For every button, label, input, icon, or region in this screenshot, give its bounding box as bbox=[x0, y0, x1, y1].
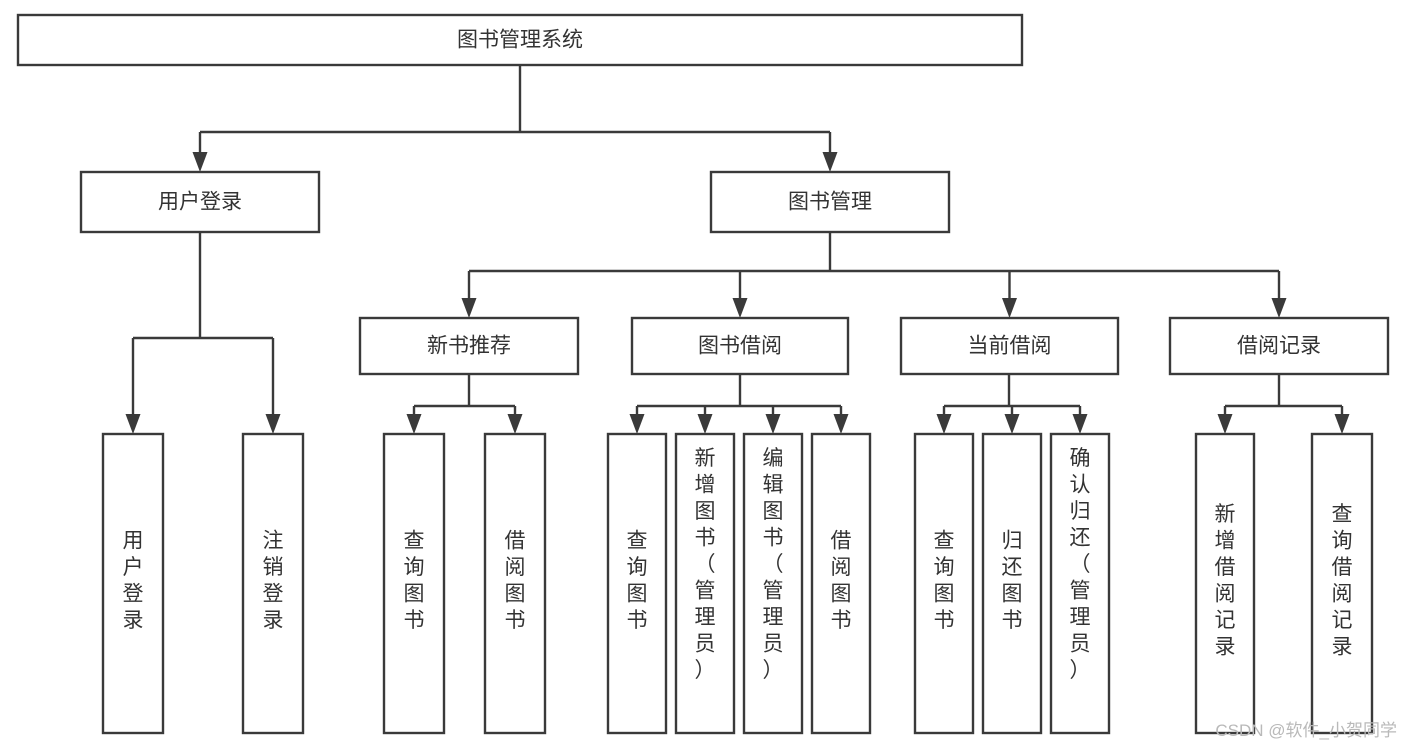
arrow-icon-book-manage-to-level3-1 bbox=[732, 298, 748, 318]
node-leaf-confirm-return-admin[interactable]: 确认归还（管理员） bbox=[1049, 432, 1111, 735]
arrow-icon-current-borrow-to-leaves-1 bbox=[1004, 414, 1020, 434]
node-box-leaf-borrow-book-1 bbox=[483, 432, 547, 735]
node-box-leaf-logout bbox=[241, 432, 305, 735]
node-label-leaf-borrow-book-1: 借阅图书 bbox=[505, 530, 526, 633]
node-leaf-query-book-2[interactable]: 查询图书 bbox=[606, 432, 668, 735]
node-box-root bbox=[16, 13, 1024, 67]
node-box-leaf-return-book bbox=[981, 432, 1043, 735]
arrow-icon-book-borrow-to-leaves-3 bbox=[833, 414, 849, 434]
node-root[interactable]: 图书管理系统 bbox=[16, 13, 1024, 67]
node-new-book-recommend[interactable]: 新书推荐 bbox=[358, 316, 580, 376]
edges-layer bbox=[125, 65, 1350, 434]
node-label-user-login: 用户登录 bbox=[158, 191, 242, 214]
node-box-leaf-add-borrow-record bbox=[1194, 432, 1256, 735]
node-leaf-query-book-1[interactable]: 查询图书 bbox=[382, 432, 446, 735]
node-leaf-query-borrow-record[interactable]: 查询借阅记录 bbox=[1310, 432, 1374, 735]
node-book-manage[interactable]: 图书管理 bbox=[709, 170, 951, 234]
watermark-label: CSDN @软件_小贺同学 bbox=[1215, 721, 1397, 740]
node-leaf-add-borrow-record[interactable]: 新增借阅记录 bbox=[1194, 432, 1256, 735]
node-label-leaf-query-borrow-record: 查询借阅记录 bbox=[1332, 503, 1353, 659]
arrow-icon-book-borrow-to-leaves-0 bbox=[629, 414, 645, 434]
node-label-leaf-logout: 注销登录 bbox=[263, 530, 284, 633]
arrow-icon-current-borrow-to-leaves-2 bbox=[1072, 414, 1088, 434]
node-box-leaf-query-borrow-record bbox=[1310, 432, 1374, 735]
node-box-leaf-add-book-admin bbox=[674, 432, 736, 735]
arrow-icon-borrow-record-to-leaves-1 bbox=[1334, 414, 1350, 434]
node-label-root: 图书管理系统 bbox=[457, 29, 583, 52]
arrow-icon-book-manage-to-level3-2 bbox=[1002, 298, 1017, 318]
node-label-leaf-edit-book-admin: 编辑图书（管理员） bbox=[763, 447, 784, 682]
node-leaf-borrow-book-2[interactable]: 借阅图书 bbox=[810, 432, 872, 735]
node-label-book-borrow: 图书借阅 bbox=[698, 335, 782, 358]
node-label-book-manage: 图书管理 bbox=[788, 191, 872, 214]
arrow-icon-root-to-level2-1 bbox=[822, 152, 838, 172]
node-leaf-add-book-admin[interactable]: 新增图书（管理员） bbox=[674, 432, 736, 735]
node-label-leaf-return-book: 归还图书 bbox=[1002, 530, 1023, 633]
node-borrow-record[interactable]: 借阅记录 bbox=[1168, 316, 1390, 376]
node-label-leaf-user-login: 用户登录 bbox=[123, 530, 144, 633]
node-box-new-book-recommend bbox=[358, 316, 580, 376]
arrow-icon-borrow-record-to-leaves-0 bbox=[1217, 414, 1233, 434]
node-label-new-book-recommend: 新书推荐 bbox=[427, 335, 511, 358]
arrow-icon-user-login-to-leaves-0 bbox=[125, 414, 141, 434]
node-box-book-manage bbox=[709, 170, 951, 234]
node-current-borrow[interactable]: 当前借阅 bbox=[899, 316, 1120, 376]
node-box-leaf-edit-book-admin bbox=[742, 432, 804, 735]
nodes-layer: 图书管理系统用户登录图书管理新书推荐图书借阅当前借阅借阅记录用户登录注销登录查询… bbox=[16, 13, 1390, 735]
node-box-leaf-query-book-1 bbox=[382, 432, 446, 735]
node-label-leaf-add-book-admin: 新增图书（管理员） bbox=[695, 447, 716, 682]
node-box-user-login bbox=[79, 170, 321, 234]
node-leaf-edit-book-admin[interactable]: 编辑图书（管理员） bbox=[742, 432, 804, 735]
node-leaf-borrow-book-1[interactable]: 借阅图书 bbox=[483, 432, 547, 735]
node-label-leaf-query-book-1: 查询图书 bbox=[404, 530, 425, 633]
node-leaf-query-book-3[interactable]: 查询图书 bbox=[913, 432, 975, 735]
arrow-icon-book-manage-to-level3-0 bbox=[461, 298, 477, 318]
node-label-current-borrow: 当前借阅 bbox=[968, 335, 1052, 358]
node-leaf-user-login[interactable]: 用户登录 bbox=[101, 432, 165, 735]
node-box-current-borrow bbox=[899, 316, 1120, 376]
node-box-leaf-borrow-book-2 bbox=[810, 432, 872, 735]
node-label-leaf-query-book-3: 查询图书 bbox=[934, 530, 955, 633]
arrow-icon-book-borrow-to-leaves-2 bbox=[765, 414, 781, 434]
arrow-icon-book-borrow-to-leaves-1 bbox=[697, 414, 713, 434]
node-label-borrow-record: 借阅记录 bbox=[1237, 335, 1321, 358]
node-box-leaf-user-login bbox=[101, 432, 165, 735]
node-box-book-borrow bbox=[630, 316, 850, 376]
node-label-leaf-add-borrow-record: 新增借阅记录 bbox=[1215, 503, 1236, 659]
node-user-login[interactable]: 用户登录 bbox=[79, 170, 321, 234]
node-label-leaf-query-book-2: 查询图书 bbox=[627, 530, 648, 633]
arrow-icon-new-book-recommend-to-leaves-1 bbox=[507, 414, 523, 434]
node-leaf-logout[interactable]: 注销登录 bbox=[241, 432, 305, 735]
arrow-icon-user-login-to-leaves-1 bbox=[265, 414, 281, 434]
arrow-icon-book-manage-to-level3-3 bbox=[1271, 298, 1287, 318]
node-label-leaf-borrow-book-2: 借阅图书 bbox=[831, 530, 852, 633]
node-book-borrow[interactable]: 图书借阅 bbox=[630, 316, 850, 376]
arrow-icon-current-borrow-to-leaves-0 bbox=[936, 414, 952, 434]
node-box-leaf-query-book-3 bbox=[913, 432, 975, 735]
node-box-borrow-record bbox=[1168, 316, 1390, 376]
arrow-icon-new-book-recommend-to-leaves-0 bbox=[406, 414, 422, 434]
node-box-leaf-query-book-2 bbox=[606, 432, 668, 735]
node-box-leaf-confirm-return-admin bbox=[1049, 432, 1111, 735]
node-label-leaf-confirm-return-admin: 确认归还（管理员） bbox=[1070, 447, 1091, 682]
arrow-icon-root-to-level2-0 bbox=[192, 152, 208, 172]
node-leaf-return-book[interactable]: 归还图书 bbox=[981, 432, 1043, 735]
